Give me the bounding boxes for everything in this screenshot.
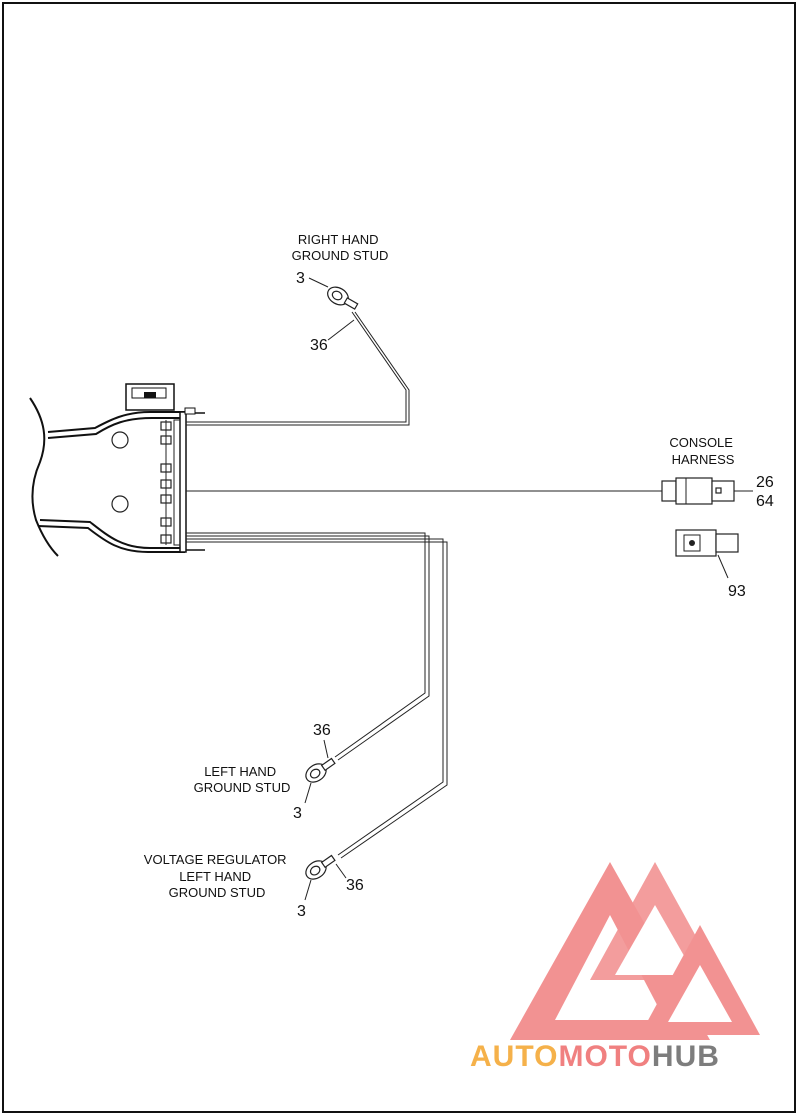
harness-clips bbox=[160, 419, 181, 546]
left-wire-callout: 36 bbox=[313, 722, 331, 739]
console-callout-b: 64 bbox=[756, 493, 774, 510]
console-harness-label: CONSOLE HARNESS bbox=[669, 435, 736, 467]
right-ground-stud-group: RIGHT HAND GROUND STUD 3 36 bbox=[186, 232, 410, 426]
vreg-ring-callout: 3 bbox=[297, 903, 306, 920]
vreg-ground-label: VOLTAGE REGULATOR LEFT HAND GROUND STUD bbox=[144, 852, 290, 900]
connector-part-93: 93 bbox=[675, 529, 746, 600]
console-callout-a: 26 bbox=[756, 474, 774, 491]
frame-bracket bbox=[29, 383, 205, 557]
watermark-logo bbox=[510, 862, 760, 1040]
console-connector bbox=[661, 477, 735, 505]
watermark-auto: AUTO bbox=[470, 1040, 558, 1073]
left-ground-label: LEFT HAND GROUND STUD bbox=[194, 764, 291, 795]
right-ground-label: RIGHT HAND GROUND STUD bbox=[292, 232, 389, 263]
watermark-moto: MOTO bbox=[558, 1040, 651, 1073]
right-ground-wire bbox=[186, 311, 407, 423]
vreg-ground-stud-group: 36 VOLTAGE REGULATOR LEFT HAND GROUND ST… bbox=[144, 538, 448, 920]
left-ring-callout: 3 bbox=[293, 805, 302, 822]
watermark-hub: HUB bbox=[652, 1040, 720, 1073]
right-ring-terminal bbox=[327, 286, 359, 310]
frame-hole-lower bbox=[111, 495, 129, 513]
connector-part-callout: 93 bbox=[728, 583, 746, 600]
right-ring-callout: 3 bbox=[296, 270, 305, 287]
vreg-wire-callout: 36 bbox=[346, 877, 364, 894]
right-wire-callout: 36 bbox=[310, 337, 328, 354]
console-harness-group: CONSOLE HARNESS 26 64 bbox=[186, 435, 774, 510]
vreg-ground-wire bbox=[186, 538, 444, 856]
frame-hole-upper bbox=[111, 431, 129, 449]
left-ground-stud-group: 36 LEFT HAND GROUND STUD 3 bbox=[186, 532, 430, 822]
left-ring-terminal bbox=[305, 757, 336, 783]
watermark-text: AUTOMOTOHUB bbox=[470, 1040, 720, 1073]
left-ground-wire bbox=[186, 532, 426, 758]
vreg-ring-terminal bbox=[305, 854, 336, 880]
